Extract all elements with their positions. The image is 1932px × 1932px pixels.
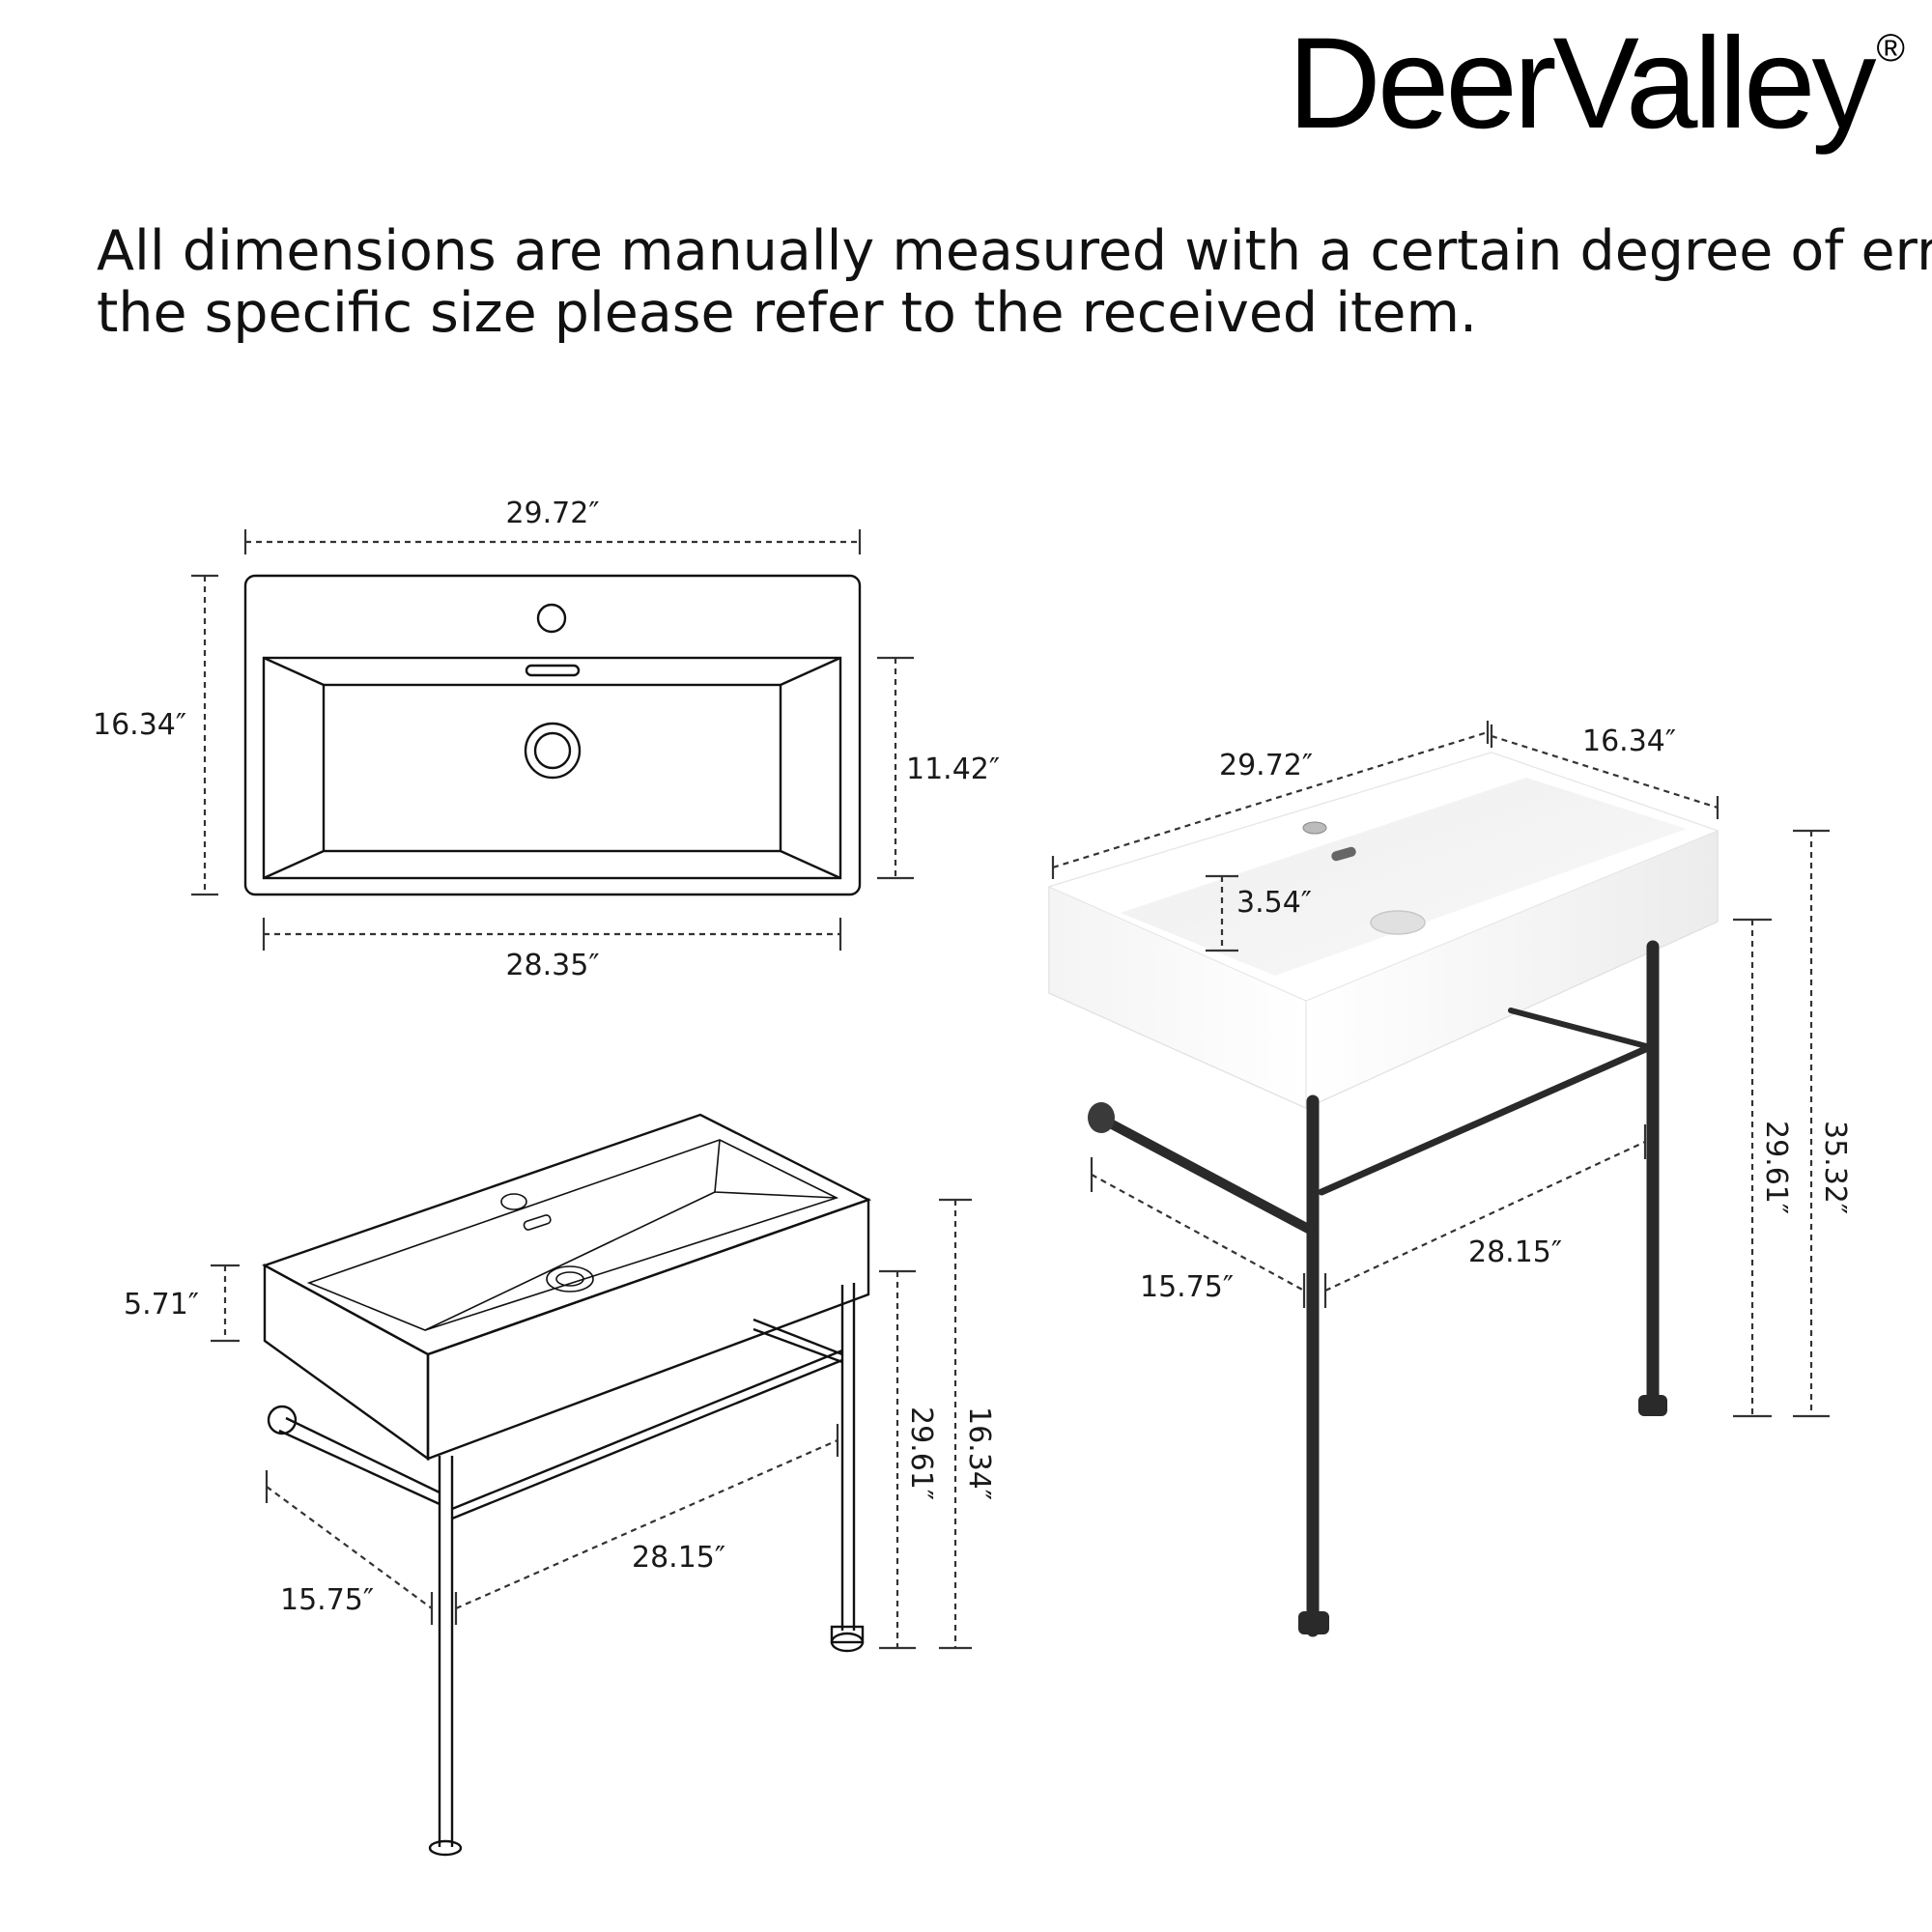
basin-left-face <box>263 1263 430 1462</box>
photo-frame-depth-label: 15.75″ <box>1140 1270 1234 1304</box>
top-depth-label: 16.34″ <box>93 708 186 742</box>
drain-icon <box>1370 910 1426 935</box>
bowl-depth-label: 11.42″ <box>906 753 1000 786</box>
overflow-slot-icon <box>525 664 581 677</box>
overflow-slot-icon <box>1331 846 1356 862</box>
faucet-hole-icon <box>500 1193 527 1210</box>
towel-bar-end-icon <box>1088 1102 1115 1133</box>
top-view-bowl-rim <box>262 656 842 880</box>
top-view: 29.72″ 16.34″ 11.42″ 28.35″ <box>93 497 1000 982</box>
towel-bar <box>1096 1114 1317 1236</box>
notice-line-2: the specific size please refer to the re… <box>97 281 1478 345</box>
drain-inner-icon <box>533 731 572 770</box>
frame-depth-label: 15.75″ <box>280 1583 374 1617</box>
bowl-width-label: 28.35″ <box>505 949 599 982</box>
basin-bowl <box>1121 778 1687 976</box>
drain-outer-icon <box>546 1265 594 1293</box>
basin-top <box>262 1113 872 1356</box>
total-height-label: 16.34″ <box>962 1406 996 1500</box>
measurement-notice: All dimensions are manually measured wit… <box>97 219 1932 345</box>
top-view-bowl-floor <box>322 683 782 853</box>
photo-bowl-depth-label: 3.54″ <box>1236 886 1312 920</box>
top-view-outline <box>243 574 862 896</box>
line-drawing-view: 5.71″ 29.61″ 16.34″ 15.75″ 28.15″ <box>124 1113 996 1857</box>
basin-height-label: 5.71″ <box>124 1288 199 1321</box>
brand-logo: DeerValley® <box>1288 19 1905 149</box>
photo-leg-height-label: 29.61″ <box>1759 1121 1793 1214</box>
photo-total-height-label: 35.32″ <box>1818 1121 1852 1214</box>
photo-view: 29.72″ 16.34″ 3.54″ 29.61″ 35.32″ 15.75″… <box>1047 721 1852 1637</box>
drain-outer-icon <box>524 722 582 780</box>
towel-bar-end-icon <box>267 1405 298 1435</box>
faucet-hole-icon <box>536 603 567 634</box>
basin-front-face <box>426 1198 870 1461</box>
overflow-slot-icon <box>523 1214 552 1231</box>
brand-name: DeerValley <box>1288 12 1876 156</box>
registered-mark: ® <box>1876 27 1905 70</box>
photo-width-label: 29.72″ <box>1219 749 1313 782</box>
photo-frame-width-label: 28.15″ <box>1468 1236 1562 1269</box>
notice-line-1: All dimensions are manually measured wit… <box>97 219 1932 283</box>
frame-width-label: 28.15″ <box>632 1541 725 1575</box>
photo-depth-label: 16.34″ <box>1582 724 1676 758</box>
top-width-label: 29.72″ <box>505 497 599 530</box>
leg-height-label: 29.61″ <box>904 1406 938 1500</box>
drain-inner-icon <box>555 1271 584 1287</box>
faucet-hole-icon <box>1302 821 1327 835</box>
